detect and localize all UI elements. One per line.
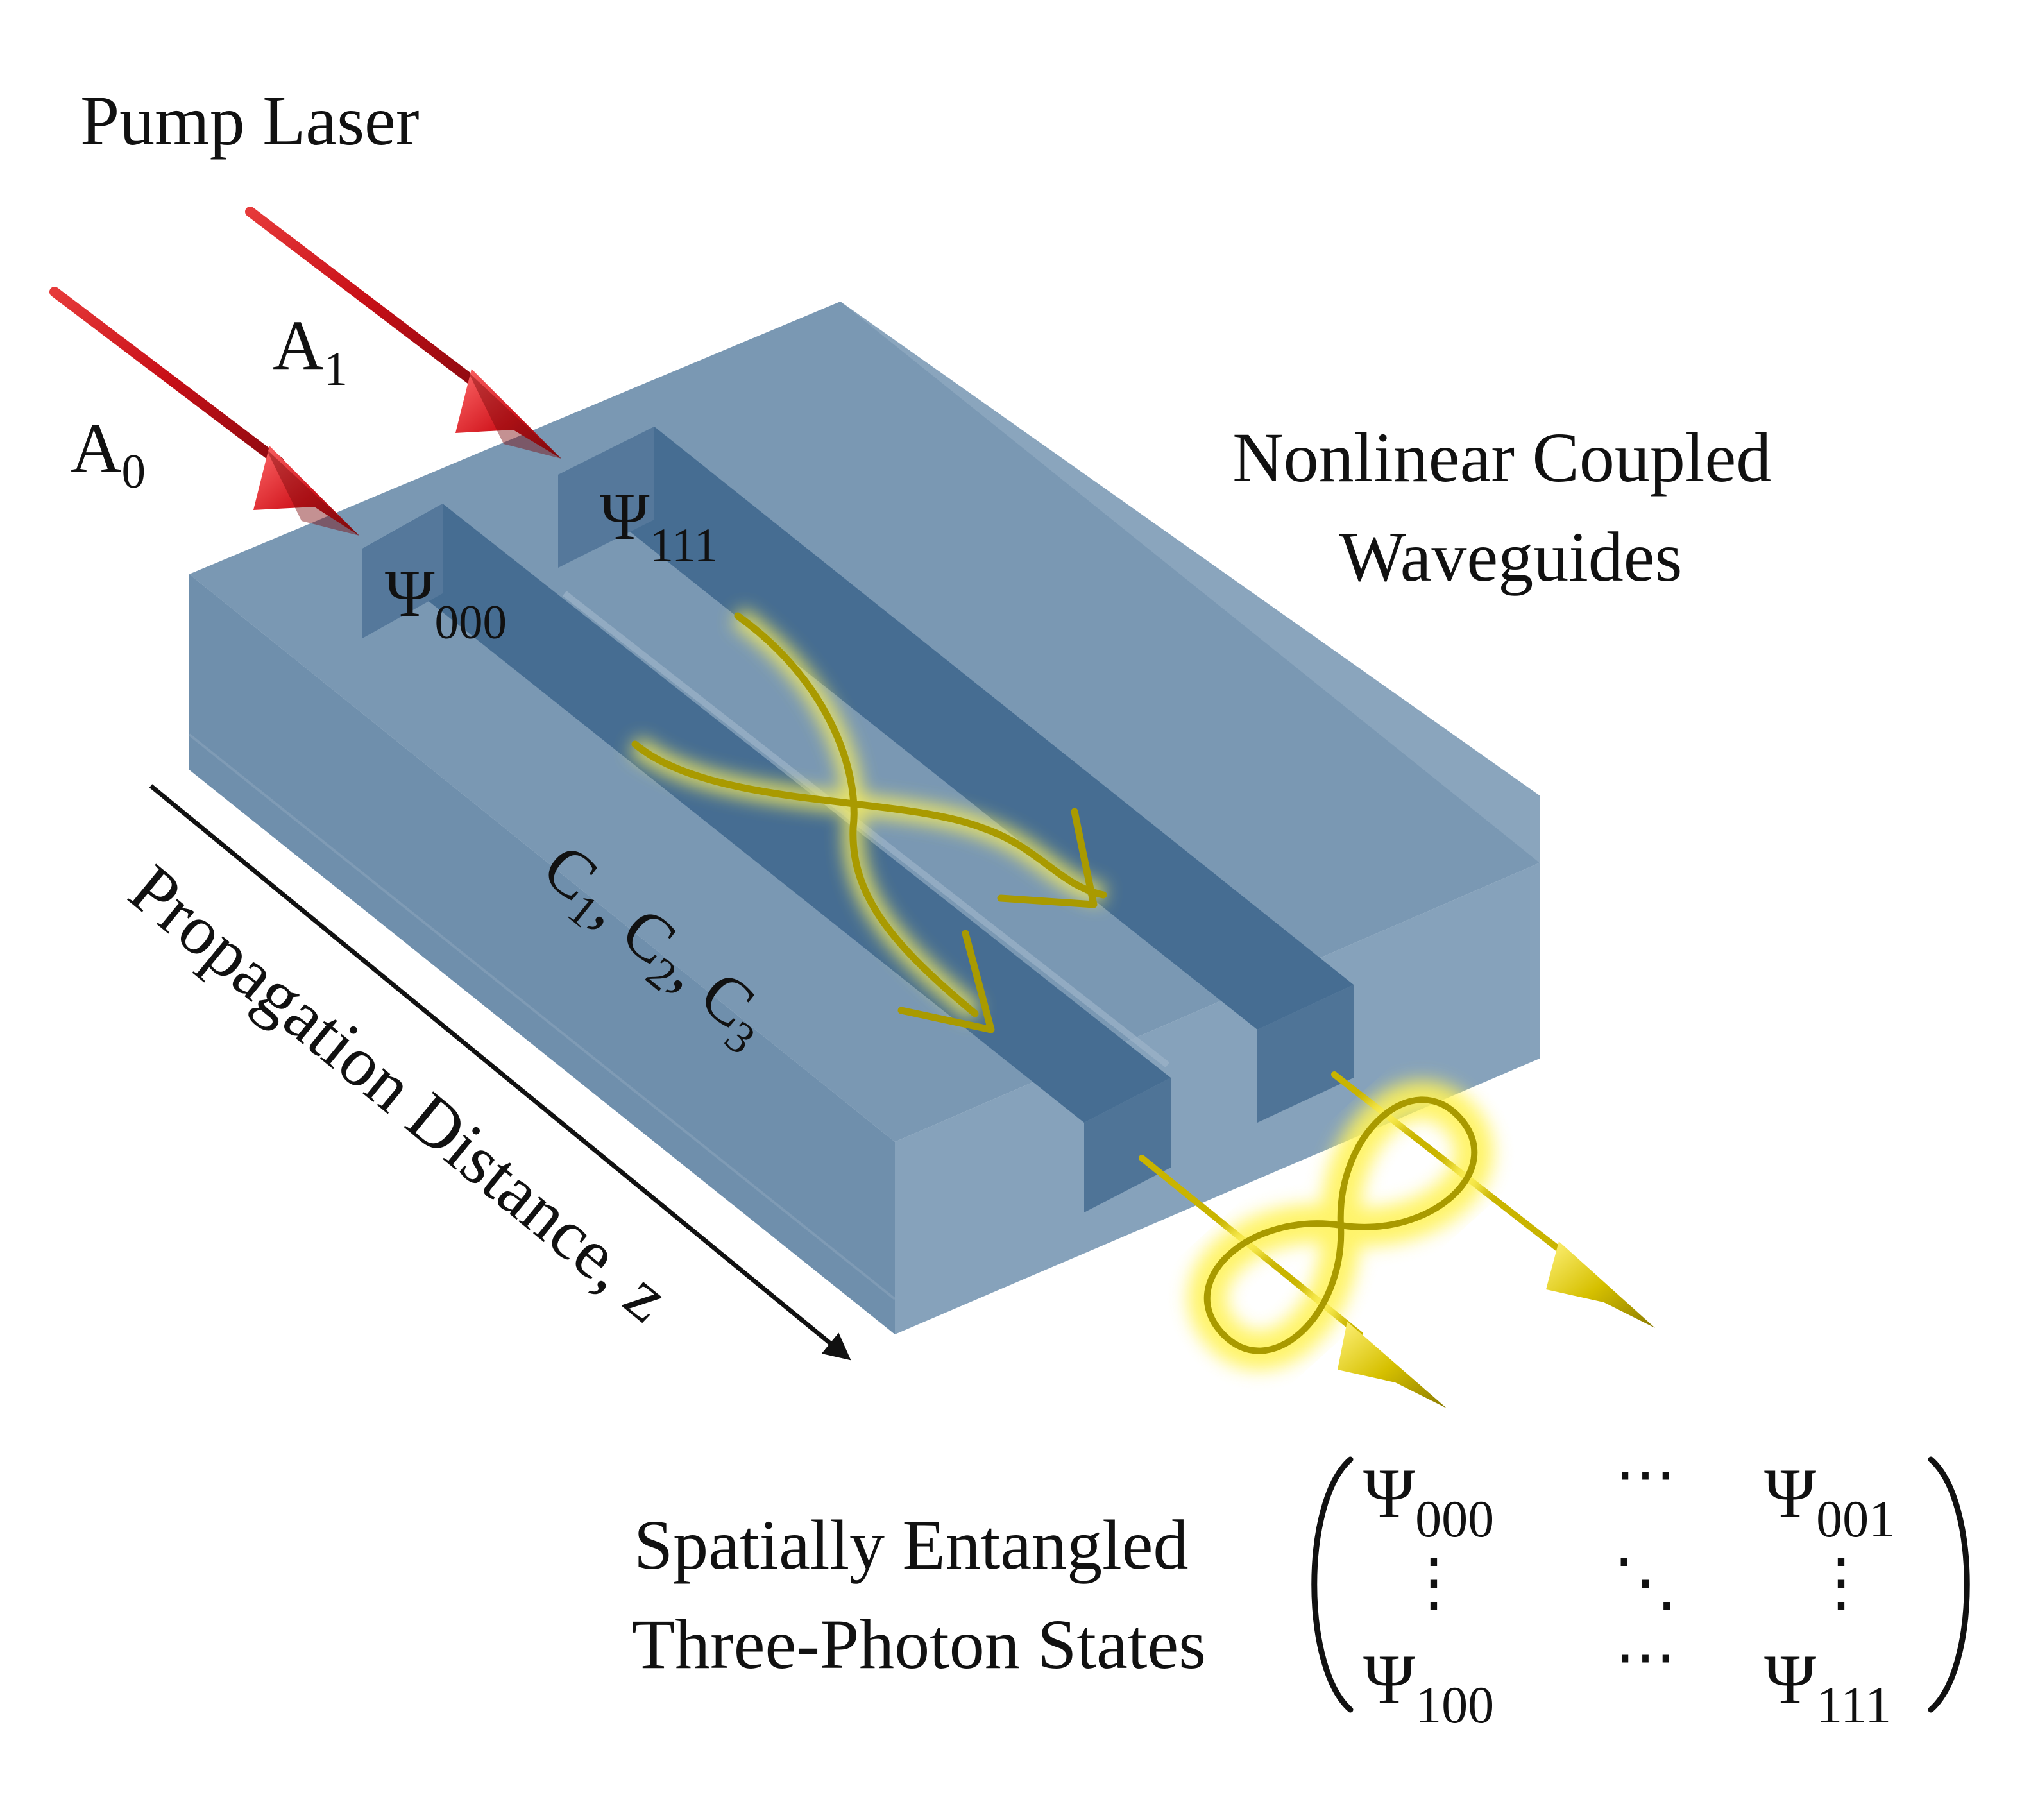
matrix-psi000: Ψ000 [1363, 1454, 1494, 1548]
coupled-waveguides-line2: Waveguides [1339, 518, 1683, 596]
photon-path-1-arrowhead [897, 930, 995, 1033]
waveguide-000-exit-face [1084, 1078, 1171, 1212]
matrix-left-paren [1311, 1456, 1354, 1713]
matrix-psi001: Ψ001 [1764, 1454, 1895, 1548]
matrix-psi111: Ψ111 [1764, 1640, 1891, 1734]
coupled-waveguides-label: Nonlinear Coupled Waveguides [1232, 418, 1789, 596]
waveguide-gap-highlight [562, 591, 1170, 1067]
photon-path-2 [631, 740, 1107, 899]
waveguide-111-top [558, 427, 1354, 1030]
state-matrix: Ψ000 Ψ001 Ψ100 Ψ111 ⋯ ⋯ ⋮ ⋮ ⋱ [1311, 1440, 1970, 1734]
a1-label: A1 [273, 306, 348, 396]
pump-beam-a0 [49, 287, 359, 536]
entangled-states-line1: Spatially Entangled [634, 1506, 1189, 1584]
substrate-right-face [895, 863, 1540, 1334]
waveguide-000 [362, 504, 1171, 1212]
substrate-front-face [189, 574, 895, 1334]
waveguide-111-end-face [558, 427, 654, 568]
matrix-right-paren [1928, 1456, 1970, 1713]
output-beam-left [1139, 1155, 1447, 1408]
entanglement-symbol [1187, 1080, 1494, 1370]
waveguide-000-end-face [362, 504, 443, 638]
waveguide-111-exit-face [1257, 985, 1354, 1123]
matrix-ddots: ⋱ [1613, 1547, 1678, 1618]
pump-beam-a1 [245, 207, 561, 459]
pump-beam-a0-arrowhead [253, 446, 359, 536]
substrate-edge [188, 733, 896, 1300]
matrix-vdots-right: ⋮ [1809, 1547, 1873, 1618]
pump-beam-a1-arrowhead [455, 369, 561, 459]
matrix-hdots-top: ⋯ [1615, 1440, 1676, 1508]
photon-path-2-arrowhead [997, 808, 1098, 908]
matrix-vdots-left: ⋮ [1402, 1547, 1466, 1618]
waveguide-111 [558, 427, 1354, 1123]
matrix-psi100: Ψ100 [1363, 1640, 1494, 1734]
psi000-label: Ψ000 [385, 556, 507, 649]
waveguide-000-top [362, 504, 1171, 1123]
propagation-arrow [149, 784, 851, 1361]
entangled-states-line2: Three-Photon States [632, 1605, 1206, 1683]
photon-path-1 [734, 612, 979, 1017]
photon-crossing-paths [629, 608, 1107, 1033]
output-beam-left-arrowhead [1338, 1322, 1447, 1408]
pump-laser-label: Pump Laser [80, 81, 420, 160]
entangled-states-label: Spatially Entangled Three-Photon States [632, 1506, 1206, 1683]
output-beam-right-arrowhead [1546, 1241, 1655, 1328]
coupled-waveguides-line1: Nonlinear Coupled [1232, 418, 1771, 497]
matrix-hdots-bottom: ⋯ [1615, 1623, 1676, 1691]
a0-label: A0 [71, 409, 146, 498]
psi111-label: Ψ111 [600, 479, 718, 572]
